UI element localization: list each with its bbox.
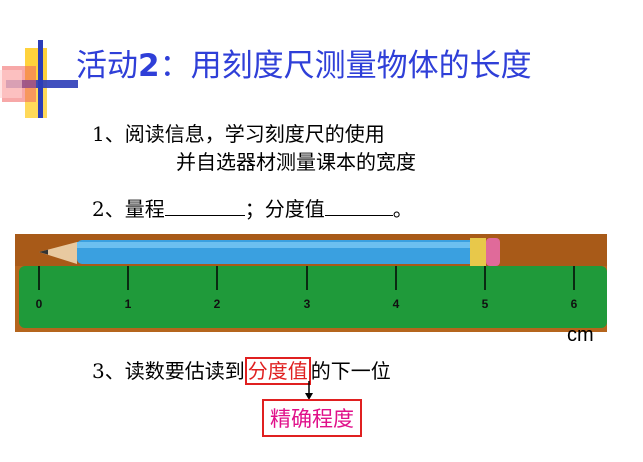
down-arrow-icon: [304, 381, 314, 405]
ruler-label-3: 3: [304, 297, 311, 311]
ruler-label-1: 1: [125, 297, 132, 311]
ruler-image: 0 1 2 3 4 5 6: [15, 234, 607, 332]
ruler-label-0: 0: [36, 297, 43, 311]
item-1-line-2: 并自选器材测量课本的宽度: [176, 150, 416, 174]
precision-box: 精确程度: [262, 399, 362, 437]
ruler-unit: cm: [567, 324, 594, 346]
ruler-label-2: 2: [214, 297, 221, 311]
division-blank[interactable]: [324, 197, 393, 216]
item-2: 2、量程；分度值。: [92, 197, 413, 221]
page-title: 活动2：用刻度尺测量物体的长度: [76, 48, 532, 84]
ruler-label-5: 5: [482, 297, 489, 311]
ruler-label-6: 6: [571, 297, 578, 311]
decor-corner: [0, 0, 80, 120]
highlight-division-value: 分度值: [244, 357, 311, 385]
range-blank[interactable]: [164, 197, 245, 216]
item-3: 3、读数要估读到分度值的下一位: [92, 357, 391, 385]
ruler-ticks: [38, 266, 575, 290]
ruler-label-4: 4: [393, 297, 400, 311]
item-1-line-1: 1、阅读信息，学习刻度尺的使用: [92, 122, 385, 146]
